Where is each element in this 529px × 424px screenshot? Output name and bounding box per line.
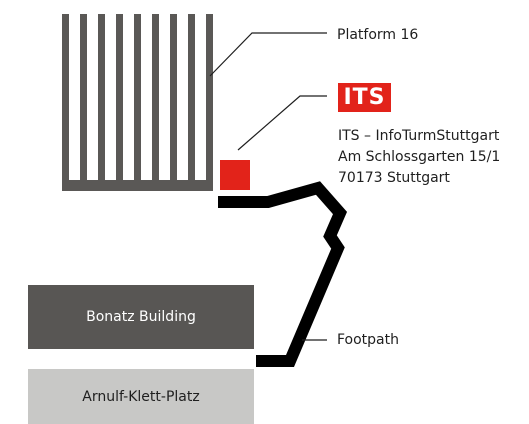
- its-address-line-city: 70173 Stuttgart: [338, 170, 450, 186]
- platform-leader-line: [209, 32, 327, 77]
- footpath-label: Footpath: [337, 332, 400, 348]
- platform-label: Platform 16: [337, 27, 419, 43]
- its-leader-line: [237, 95, 327, 151]
- its-logo-badge: ITS: [338, 83, 391, 112]
- platform-base: [62, 180, 213, 191]
- its-address-line-street: Am Schlossgarten 15/1: [338, 149, 501, 165]
- footpath-route: [218, 181, 348, 367]
- its-address-line-name: ITS – InfoTurmStuttgart: [338, 128, 500, 144]
- its-location-marker: [220, 160, 250, 190]
- its-address: ITS – InfoTurmStuttgart Am Schlossgarten…: [338, 126, 500, 189]
- platform-16-tracks: [62, 14, 213, 191]
- leader-lines: [209, 32, 327, 341]
- arnulf-klett-platz-label: Arnulf-Klett-Platz: [82, 388, 200, 405]
- track-bar: [134, 14, 141, 186]
- track-bar: [116, 14, 123, 186]
- track-bar: [170, 14, 177, 186]
- track-bar: [206, 14, 213, 186]
- bonatz-building-block: Bonatz Building: [28, 285, 254, 349]
- bonatz-building-label: Bonatz Building: [86, 309, 196, 325]
- track-bar: [152, 14, 159, 186]
- track-bar: [98, 14, 105, 186]
- track-bar: [62, 14, 69, 186]
- track-bar: [80, 14, 87, 186]
- track-bar: [188, 14, 195, 186]
- arnulf-klett-platz-block: Arnulf-Klett-Platz: [28, 369, 254, 424]
